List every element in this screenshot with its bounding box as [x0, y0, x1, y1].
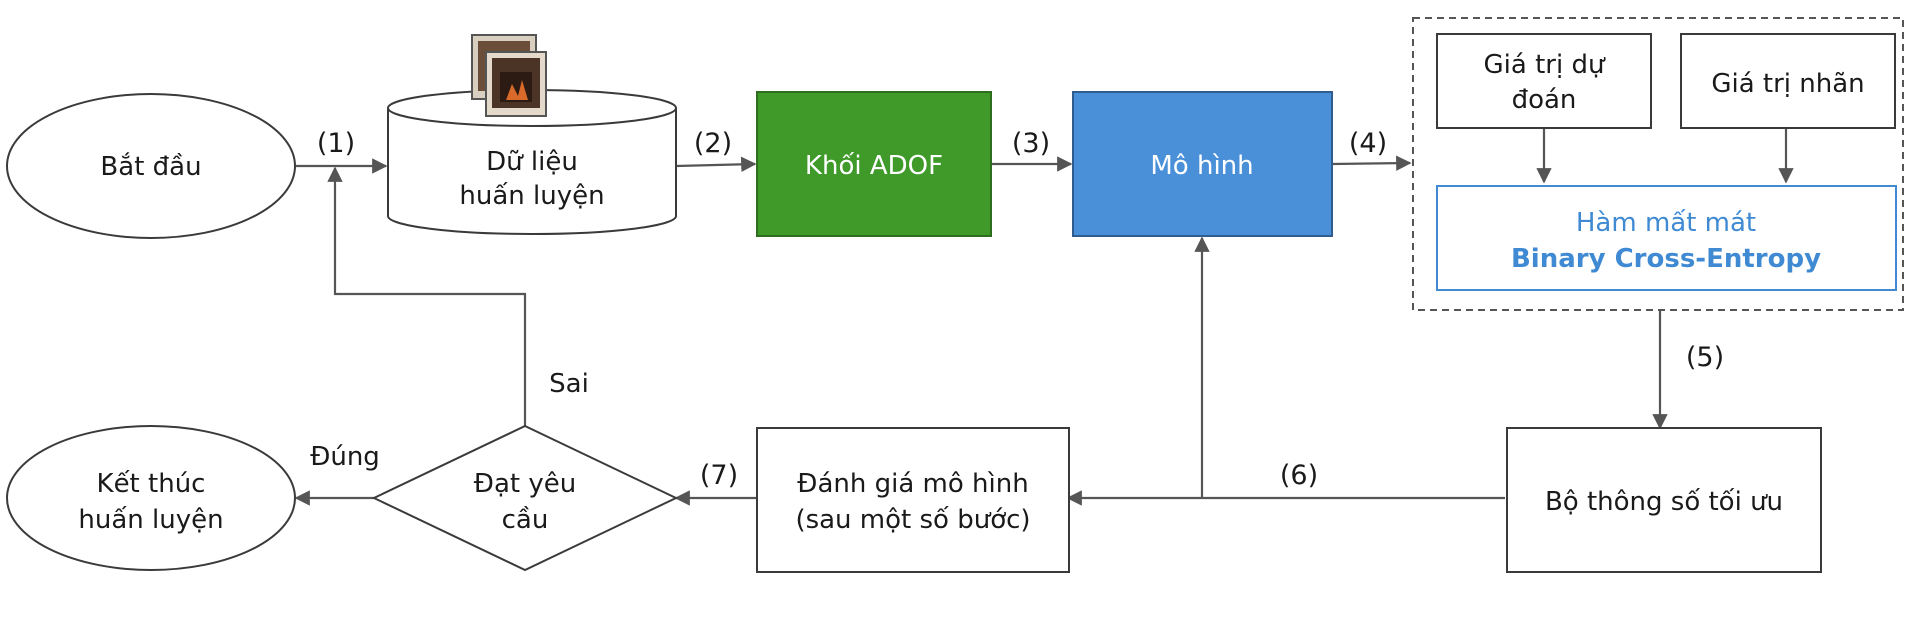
- optimizer-box: [1506, 427, 1822, 573]
- predicted-value-line2: đoán: [1512, 85, 1577, 115]
- loss-function-line2: Binary Cross-Entropy: [1511, 244, 1821, 274]
- step-label-2: (2): [694, 128, 732, 159]
- predicted-value-line1: Giá trị dự: [1484, 50, 1606, 80]
- training-data-label-line1: Dữ liệu: [486, 147, 578, 177]
- decision-no-label: Sai: [549, 369, 589, 399]
- end-node: [6, 425, 296, 571]
- step-label-1: (1): [317, 128, 355, 159]
- step-label-3: (3): [1012, 128, 1050, 159]
- training-data-label-line2: huấn luyện: [459, 181, 604, 211]
- adof-label: Khối ADOF: [805, 151, 943, 181]
- model-block: [1072, 91, 1333, 237]
- training-data-node: [387, 89, 677, 235]
- loss-function-line1: Hàm mất mát: [1576, 208, 1756, 238]
- predicted-value-box: [1436, 33, 1652, 129]
- step-label-6: (6): [1280, 460, 1318, 491]
- evaluation-line2: (sau một số bước): [795, 505, 1030, 535]
- loss-function-box: [1436, 185, 1897, 291]
- loss-group-boundary: [1412, 17, 1904, 311]
- optimizer-label: Bộ thông số tối ưu: [1545, 487, 1783, 517]
- label-value-label: Giá trị nhãn: [1711, 69, 1864, 99]
- start-node: [6, 93, 296, 239]
- edge-data-to-adof: [675, 156, 757, 173]
- evaluation-box: [756, 427, 1070, 573]
- decision-line2: cầu: [502, 505, 549, 535]
- label-value-box: [1680, 33, 1896, 129]
- decision-node: [371, 424, 679, 572]
- step-label-4: (4): [1349, 128, 1387, 159]
- end-line2: huấn luyện: [78, 505, 223, 535]
- decision-yes-label: Đúng: [310, 442, 380, 472]
- edge-model-to-loss-group: [1331, 155, 1412, 171]
- model-label: Mô hình: [1150, 151, 1253, 181]
- edge-decision-no-loop: [327, 166, 527, 426]
- step-label-5: (5): [1686, 342, 1724, 373]
- evaluation-line1: Đánh giá mô hình: [797, 469, 1028, 499]
- adof-block: [756, 91, 992, 237]
- start-label: Bắt đầu: [100, 151, 201, 182]
- step-label-7: (7): [700, 460, 738, 491]
- stacked-photos-icon: [471, 34, 547, 117]
- decision-line1: Đạt yêu: [474, 469, 576, 499]
- end-line1: Kết thúc: [97, 469, 206, 499]
